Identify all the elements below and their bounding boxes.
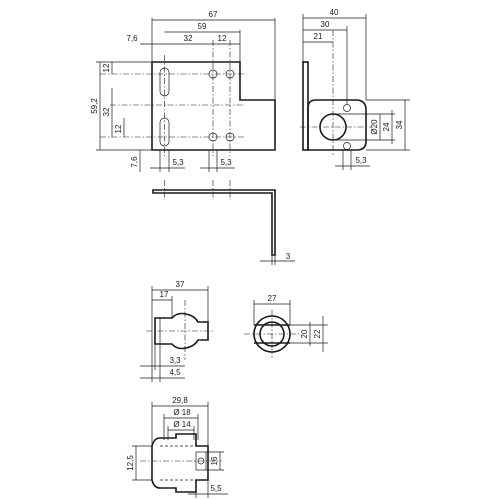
dim-7-6-bottom: 7,6 — [130, 156, 139, 168]
dim-40: 40 — [330, 8, 339, 17]
dim-59: 59 — [198, 22, 207, 31]
side-flange — [307, 99, 367, 151]
dim-12-top: 12 — [102, 63, 111, 72]
dim-27: 27 — [268, 294, 277, 303]
dim-16: 16 — [210, 456, 219, 465]
dim-21: 21 — [314, 32, 323, 41]
dim-30: 30 — [321, 20, 330, 29]
dim-22: 22 — [313, 329, 322, 338]
plan-view: 3 — [152, 180, 295, 265]
clamp-base-view: 29,8 Ø 18 Ø 14 12,5 16 5,5 — [126, 396, 228, 498]
dim-32-h: 32 — [184, 34, 193, 43]
clamp-base-body — [151, 433, 209, 493]
dim-dia-14: Ø 14 — [173, 420, 191, 429]
dim-5-3-side: 5,3 — [355, 156, 367, 165]
dim-5-5: 5,5 — [210, 484, 222, 493]
dim-12-h: 12 — [218, 34, 227, 43]
l-profile — [152, 189, 276, 256]
dim-17: 17 — [160, 290, 169, 299]
dim-12-5: 12,5 — [126, 455, 135, 471]
dim-12-lower: 12 — [114, 124, 123, 133]
dim-5-3-slot: 5,3 — [172, 158, 184, 167]
dim-3: 3 — [286, 252, 291, 261]
dim-5-3-hole: 5,3 — [220, 158, 232, 167]
dim-37: 37 — [176, 280, 185, 289]
dim-59-2: 59,2 — [90, 98, 99, 114]
clamp-end-view: 27 20 22 — [244, 294, 328, 358]
side-hole-top — [343, 104, 351, 112]
dim-4-5: 4,5 — [169, 368, 181, 377]
side-hole-bottom — [343, 142, 351, 150]
dim-24: 24 — [382, 122, 391, 131]
dim-67: 67 — [209, 10, 218, 19]
dim-20: 20 — [300, 329, 309, 338]
clamp-body — [154, 312, 209, 350]
clamp-side-view: 37 17 3,3 4,5 — [140, 280, 215, 382]
dim-34: 34 — [395, 120, 404, 129]
side-view: 40 30 21 34 24 Ø20 5,3 — [300, 8, 410, 170]
dim-29-8: 29,8 — [172, 396, 188, 405]
dim-32-v: 32 — [102, 107, 111, 116]
dim-3-3: 3,3 — [169, 356, 181, 365]
front-view: 67 59 32 12 7,6 59,2 12 32 12 7,6 5,3 5,… — [90, 10, 276, 172]
dim-dia-18: Ø 18 — [173, 408, 191, 417]
dim-dia-20: Ø20 — [370, 119, 379, 135]
dim-7-6-top: 7,6 — [126, 34, 138, 43]
